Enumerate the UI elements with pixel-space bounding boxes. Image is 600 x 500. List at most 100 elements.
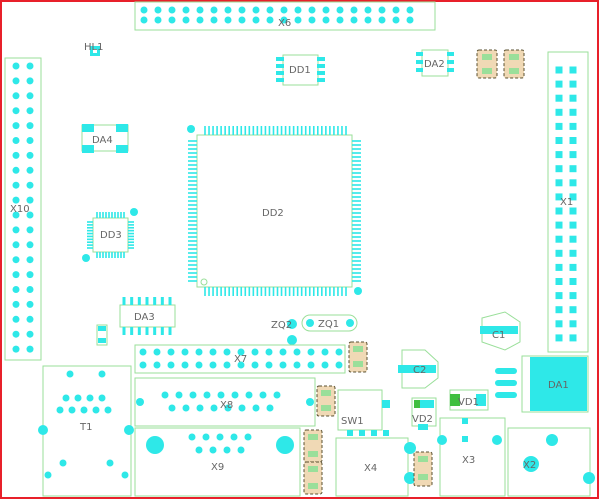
resistor-r5[interactable] xyxy=(303,429,323,463)
pin xyxy=(87,229,93,232)
pin xyxy=(240,126,243,135)
pin xyxy=(345,126,347,135)
pad xyxy=(307,348,315,356)
pad xyxy=(181,361,189,369)
pin xyxy=(188,188,197,190)
pin xyxy=(208,126,210,135)
connector-x8[interactable]: X8 xyxy=(134,377,316,427)
pad xyxy=(555,66,563,74)
pin xyxy=(188,172,197,174)
pin xyxy=(352,260,361,262)
resistor-r1[interactable] xyxy=(476,49,498,79)
pad xyxy=(153,361,161,369)
label-x6: X6 xyxy=(278,18,291,29)
label-sw1: SW1 xyxy=(341,416,364,427)
pin xyxy=(128,235,134,238)
connector-x3[interactable]: X3 xyxy=(437,417,506,497)
label-x9: X9 xyxy=(211,462,224,473)
diode-vd2[interactable]: VD2 xyxy=(411,397,437,430)
pin xyxy=(168,297,172,305)
crystal-zq2[interactable]: ZQ2 xyxy=(271,319,297,345)
pin xyxy=(296,287,299,296)
pad xyxy=(217,391,225,399)
pin xyxy=(352,244,361,246)
connector-x7[interactable]: X7 xyxy=(134,344,346,374)
chip-da3[interactable]: DA3 xyxy=(119,297,176,335)
pad xyxy=(209,348,217,356)
pad xyxy=(12,241,20,249)
resistor-r2[interactable] xyxy=(503,49,525,79)
pin xyxy=(128,247,134,249)
pin xyxy=(188,260,197,262)
connector-x1[interactable]: X1 xyxy=(547,51,589,353)
pin xyxy=(244,287,247,296)
part-small-left[interactable] xyxy=(96,324,108,346)
connector-x4[interactable]: X4 xyxy=(335,437,416,497)
label-x3: X3 xyxy=(462,455,475,466)
pin xyxy=(137,327,141,335)
connector-x6[interactable]: X6 xyxy=(134,1,436,31)
chip-da1[interactable]: DA1 xyxy=(521,355,589,413)
pin xyxy=(308,287,311,296)
pad xyxy=(56,406,64,414)
pin xyxy=(188,232,197,234)
chip-dd3[interactable]: DD3 xyxy=(82,208,138,262)
chip-da4[interactable]: DA4 xyxy=(81,124,129,153)
pin xyxy=(248,287,251,296)
pin xyxy=(224,287,226,296)
pad xyxy=(182,16,190,24)
pin xyxy=(260,126,263,135)
chip-da2[interactable]: DA2 xyxy=(416,49,454,77)
pin xyxy=(188,204,197,206)
label-c2: C2 xyxy=(413,365,426,376)
pad xyxy=(104,406,112,414)
pad xyxy=(224,404,232,412)
resistor-r7[interactable] xyxy=(413,451,433,487)
pad xyxy=(224,6,232,14)
diode-vd1[interactable]: VD1 xyxy=(449,389,489,411)
pad xyxy=(140,6,148,14)
label-vd1: VD1 xyxy=(458,397,479,408)
pin xyxy=(352,236,361,238)
pin xyxy=(240,287,243,296)
pad xyxy=(279,361,287,369)
capacitor-c2[interactable]: C2 xyxy=(398,349,439,389)
pad xyxy=(569,320,577,328)
transformer-t1[interactable]: T1 xyxy=(38,365,134,497)
pad xyxy=(555,179,563,187)
chip-dd1[interactable]: DD1 xyxy=(276,54,325,86)
pin xyxy=(137,297,141,305)
pin xyxy=(352,256,361,258)
chip-dd2[interactable]: DD2 xyxy=(187,125,362,296)
resistor-r6[interactable] xyxy=(303,461,323,495)
pin xyxy=(188,256,197,258)
crystal-zq1[interactable]: ZQ1 xyxy=(301,314,358,332)
resistor-r4[interactable] xyxy=(316,385,336,417)
pin xyxy=(352,264,361,266)
pin xyxy=(352,212,361,214)
pin xyxy=(329,287,331,296)
pad xyxy=(12,151,20,159)
resistor-r3[interactable] xyxy=(348,341,368,373)
pin xyxy=(111,252,113,258)
pad xyxy=(195,348,203,356)
connector-x10[interactable]: X10 xyxy=(4,57,42,361)
switch-sw1[interactable]: SW1 xyxy=(337,389,390,436)
pad xyxy=(569,278,577,285)
pin xyxy=(300,287,303,296)
led-hl1[interactable]: HL1 xyxy=(84,42,103,56)
pad xyxy=(266,404,274,412)
connector-x2[interactable]: X2 xyxy=(507,427,595,497)
pad xyxy=(182,6,190,14)
pads-triple[interactable] xyxy=(495,368,517,398)
pad xyxy=(223,446,231,454)
pin xyxy=(212,126,214,135)
pin xyxy=(216,126,218,135)
pin xyxy=(117,252,119,258)
pin xyxy=(188,140,197,142)
pin xyxy=(188,272,197,274)
pin xyxy=(87,226,93,229)
capacitor-c1[interactable]: C1 xyxy=(480,311,521,351)
connector-x9[interactable]: X9 xyxy=(134,427,301,497)
